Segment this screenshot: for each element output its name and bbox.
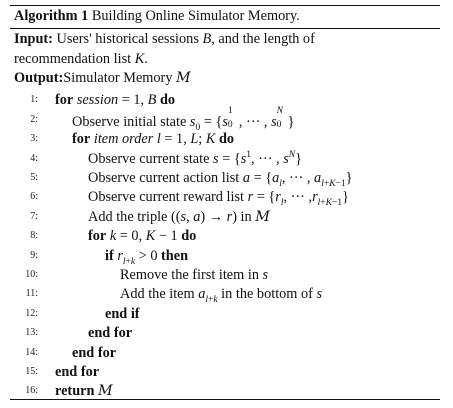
caption-rule: [10, 28, 440, 29]
input-label: Input:: [14, 31, 53, 47]
line-code: end for: [72, 345, 117, 361]
line-number: 1:: [30, 94, 38, 105]
line-code: for item order l = 1, L; K do: [72, 131, 235, 147]
line-code: end for: [55, 364, 100, 380]
line-number: 5:: [30, 172, 38, 183]
line-number: 16:: [25, 385, 38, 396]
input-text-2: recommendation list K.: [14, 51, 148, 67]
line-code: Observe current action list a = {al, ···…: [88, 170, 353, 189]
line-code: return M: [55, 383, 113, 399]
line-code: Observe current reward list r = {rl, ···…: [88, 189, 349, 208]
line-number: 8:: [30, 230, 38, 241]
top-rule: [10, 5, 440, 6]
algorithm-label: Algorithm 1: [14, 8, 89, 24]
input-line-2: recommendation list K.: [14, 51, 148, 68]
line-number: 10:: [25, 269, 38, 280]
line-code: Add the triple ((s, a) → r) in M: [88, 209, 270, 225]
output-label: Output:: [14, 70, 64, 86]
line-number: 11:: [25, 288, 38, 299]
line-number: 13:: [25, 327, 38, 338]
line-number: 6:: [30, 191, 38, 202]
line-code: Add the item al+k in the bottom of s: [120, 286, 323, 305]
input-line: Input: Users' historical sessions B, and…: [14, 31, 315, 48]
line-number: 4:: [30, 153, 38, 164]
algorithm-block: Algorithm 1 Building Online Simulator Me…: [10, 0, 440, 400]
line-code: Observe current state s = {s1, ··· , sN}: [88, 150, 302, 167]
algorithm-title: Building Online Simulator Memory.: [91, 8, 300, 24]
line-code: if rl+k > 0 then: [105, 248, 189, 267]
bottom-rule: [10, 399, 440, 400]
output-line: Output:Simulator Memory M: [14, 70, 191, 87]
line-code: end for: [88, 325, 133, 341]
line-number: 15:: [25, 366, 38, 377]
input-text-1: Users' historical sessions B, and the le…: [56, 31, 315, 47]
line-number: 12:: [25, 308, 38, 319]
line-number: 14:: [25, 347, 38, 358]
line-code: Remove the first item in s: [120, 267, 269, 283]
algorithm-caption: Algorithm 1 Building Online Simulator Me…: [14, 8, 300, 25]
line-number: 7:: [30, 211, 38, 222]
line-number: 3:: [30, 133, 38, 144]
output-text: Simulator Memory M: [63, 70, 191, 86]
line-code: for session = 1, B do: [55, 92, 176, 108]
line-number: 9:: [30, 250, 38, 261]
line-code: end if: [105, 306, 140, 322]
line-number: 2:: [30, 114, 38, 125]
line-code: for k = 0, K − 1 do: [88, 228, 197, 244]
